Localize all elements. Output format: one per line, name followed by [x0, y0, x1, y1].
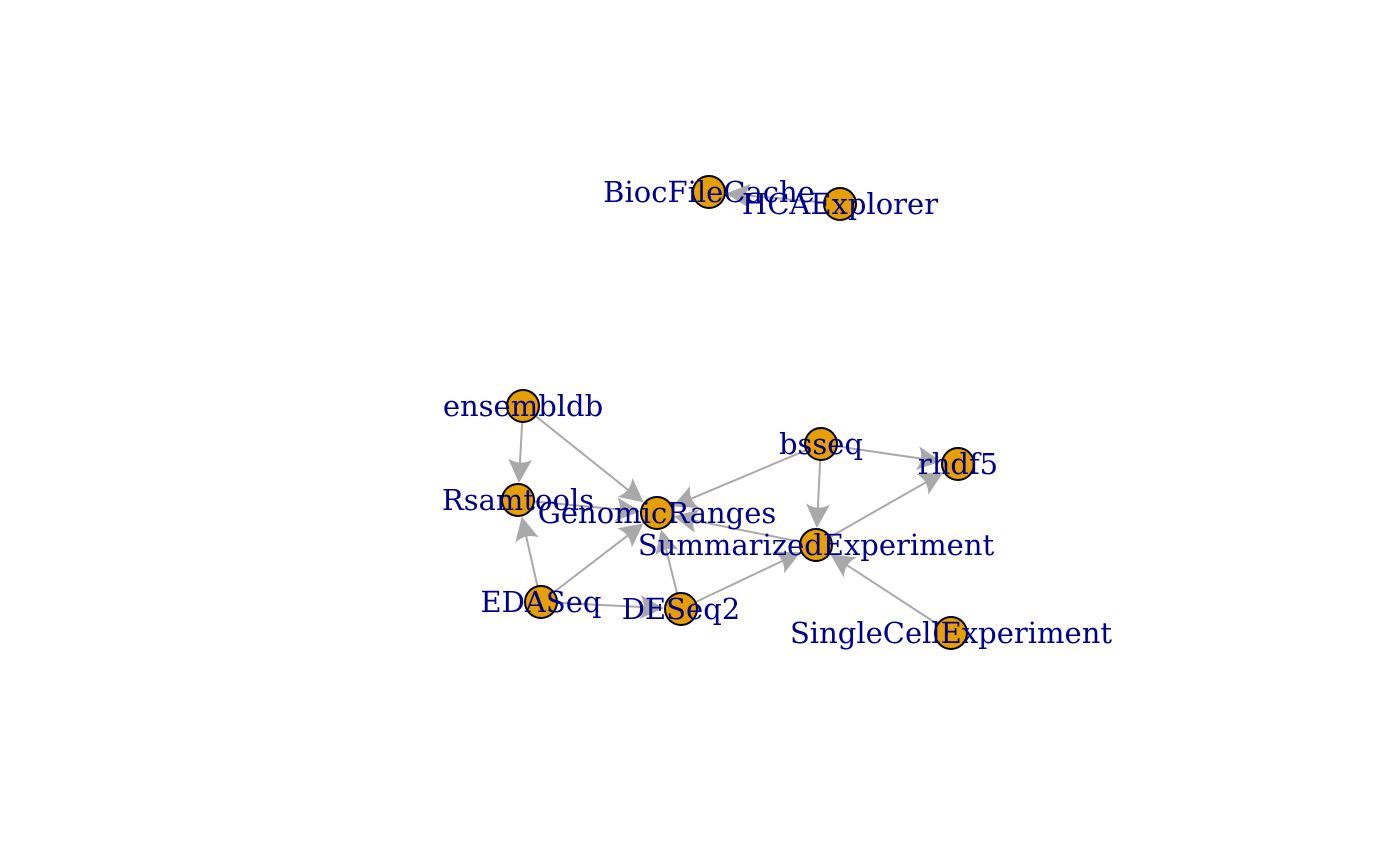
edge-edaseq-to-deseq2	[556, 601, 645, 609]
arrowhead-summarized-experiment-to-genomic-ranges	[673, 509, 700, 533]
node-summarized-experiment[interactable]	[799, 528, 833, 562]
arrowhead-single-cell-experiment-to-summarized-experiment	[830, 554, 857, 578]
arrowhead-bsseq-to-rhdf5	[915, 446, 942, 470]
node-label-summarized-experiment: SummarizedExperiment	[638, 528, 995, 562]
node-single-cell-experiment[interactable]	[934, 616, 968, 650]
edge-ensembldb-to-rsamtools	[518, 421, 524, 464]
node-label-ensembldb: ensembldb	[443, 389, 603, 423]
node-label-deseq2: DESeq2	[622, 592, 740, 626]
node-label-hcaexplorer: HCAExplorer	[742, 187, 938, 221]
nodes-layer	[501, 175, 975, 650]
edge-summarized-experiment-to-rhdf5	[829, 481, 927, 538]
node-edaseq[interactable]	[524, 585, 558, 619]
node-bioc-file-cache[interactable]	[692, 175, 726, 209]
arrowhead-deseq2-to-summarized-experiment	[773, 551, 801, 574]
node-bsseq[interactable]	[804, 427, 838, 461]
arrowhead-hcaexplorer-to-bioc-file-cache	[725, 183, 751, 208]
edge-deseq2-to-genomic-ranges	[665, 548, 679, 594]
edge-hcaexplorer-to-bioc-file-cache	[745, 194, 825, 204]
node-label-edaseq: EDASeq	[481, 585, 602, 619]
edge-ensembldb-to-genomic-ranges	[534, 415, 629, 491]
node-label-rhdf5: rhdf5	[918, 447, 998, 481]
edge-bsseq-to-rhdf5	[836, 445, 922, 460]
node-label-bioc-file-cache: BiocFileCache	[603, 175, 815, 209]
arrowhead-bsseq-to-genomic-ranges	[672, 486, 700, 509]
arrowhead-rsamtools-to-genomic-ranges	[615, 497, 641, 522]
node-label-genomic-ranges: GenomicRanges	[538, 496, 777, 530]
node-label-bsseq: bsseq	[779, 427, 863, 461]
arrowhead-ensembldb-to-rsamtools	[508, 458, 533, 484]
arrowhead-bsseq-to-summarized-experiment	[806, 503, 831, 529]
node-hcaexplorer[interactable]	[823, 187, 857, 221]
edge-edaseq-to-rsamtools	[525, 535, 539, 587]
edge-bsseq-to-genomic-ranges	[690, 449, 807, 500]
edge-deseq2-to-summarized-experiment	[695, 559, 783, 604]
node-rhdf5[interactable]	[941, 447, 975, 481]
node-deseq2[interactable]	[664, 592, 698, 626]
node-genomic-ranges[interactable]	[640, 496, 674, 530]
arrowhead-summarized-experiment-to-rhdf5	[916, 472, 944, 495]
arrowhead-ensembldb-to-genomic-ranges	[617, 478, 644, 503]
edge-rsamtools-to-genomic-ranges	[533, 500, 621, 511]
arrowhead-edaseq-to-genomic-ranges	[617, 523, 644, 548]
edge-bsseq-to-summarized-experiment	[816, 459, 822, 509]
node-label-rsamtools: Rsamtools	[442, 483, 594, 517]
edge-single-cell-experiment-to-summarized-experiment	[846, 564, 939, 626]
edge-summarized-experiment-to-genomic-ranges	[693, 519, 801, 543]
edge-edaseq-to-genomic-ranges	[553, 534, 629, 594]
arrowhead-edaseq-to-rsamtools	[515, 516, 539, 543]
arrowhead-deseq2-to-genomic-ranges	[655, 529, 679, 556]
arrowhead-edaseq-to-deseq2	[639, 594, 665, 619]
node-label-single-cell-experiment: SingleCellExperiment	[790, 616, 1112, 650]
node-ensembldb[interactable]	[506, 389, 540, 423]
edges-layer	[508, 183, 944, 626]
node-rsamtools[interactable]	[501, 483, 535, 517]
